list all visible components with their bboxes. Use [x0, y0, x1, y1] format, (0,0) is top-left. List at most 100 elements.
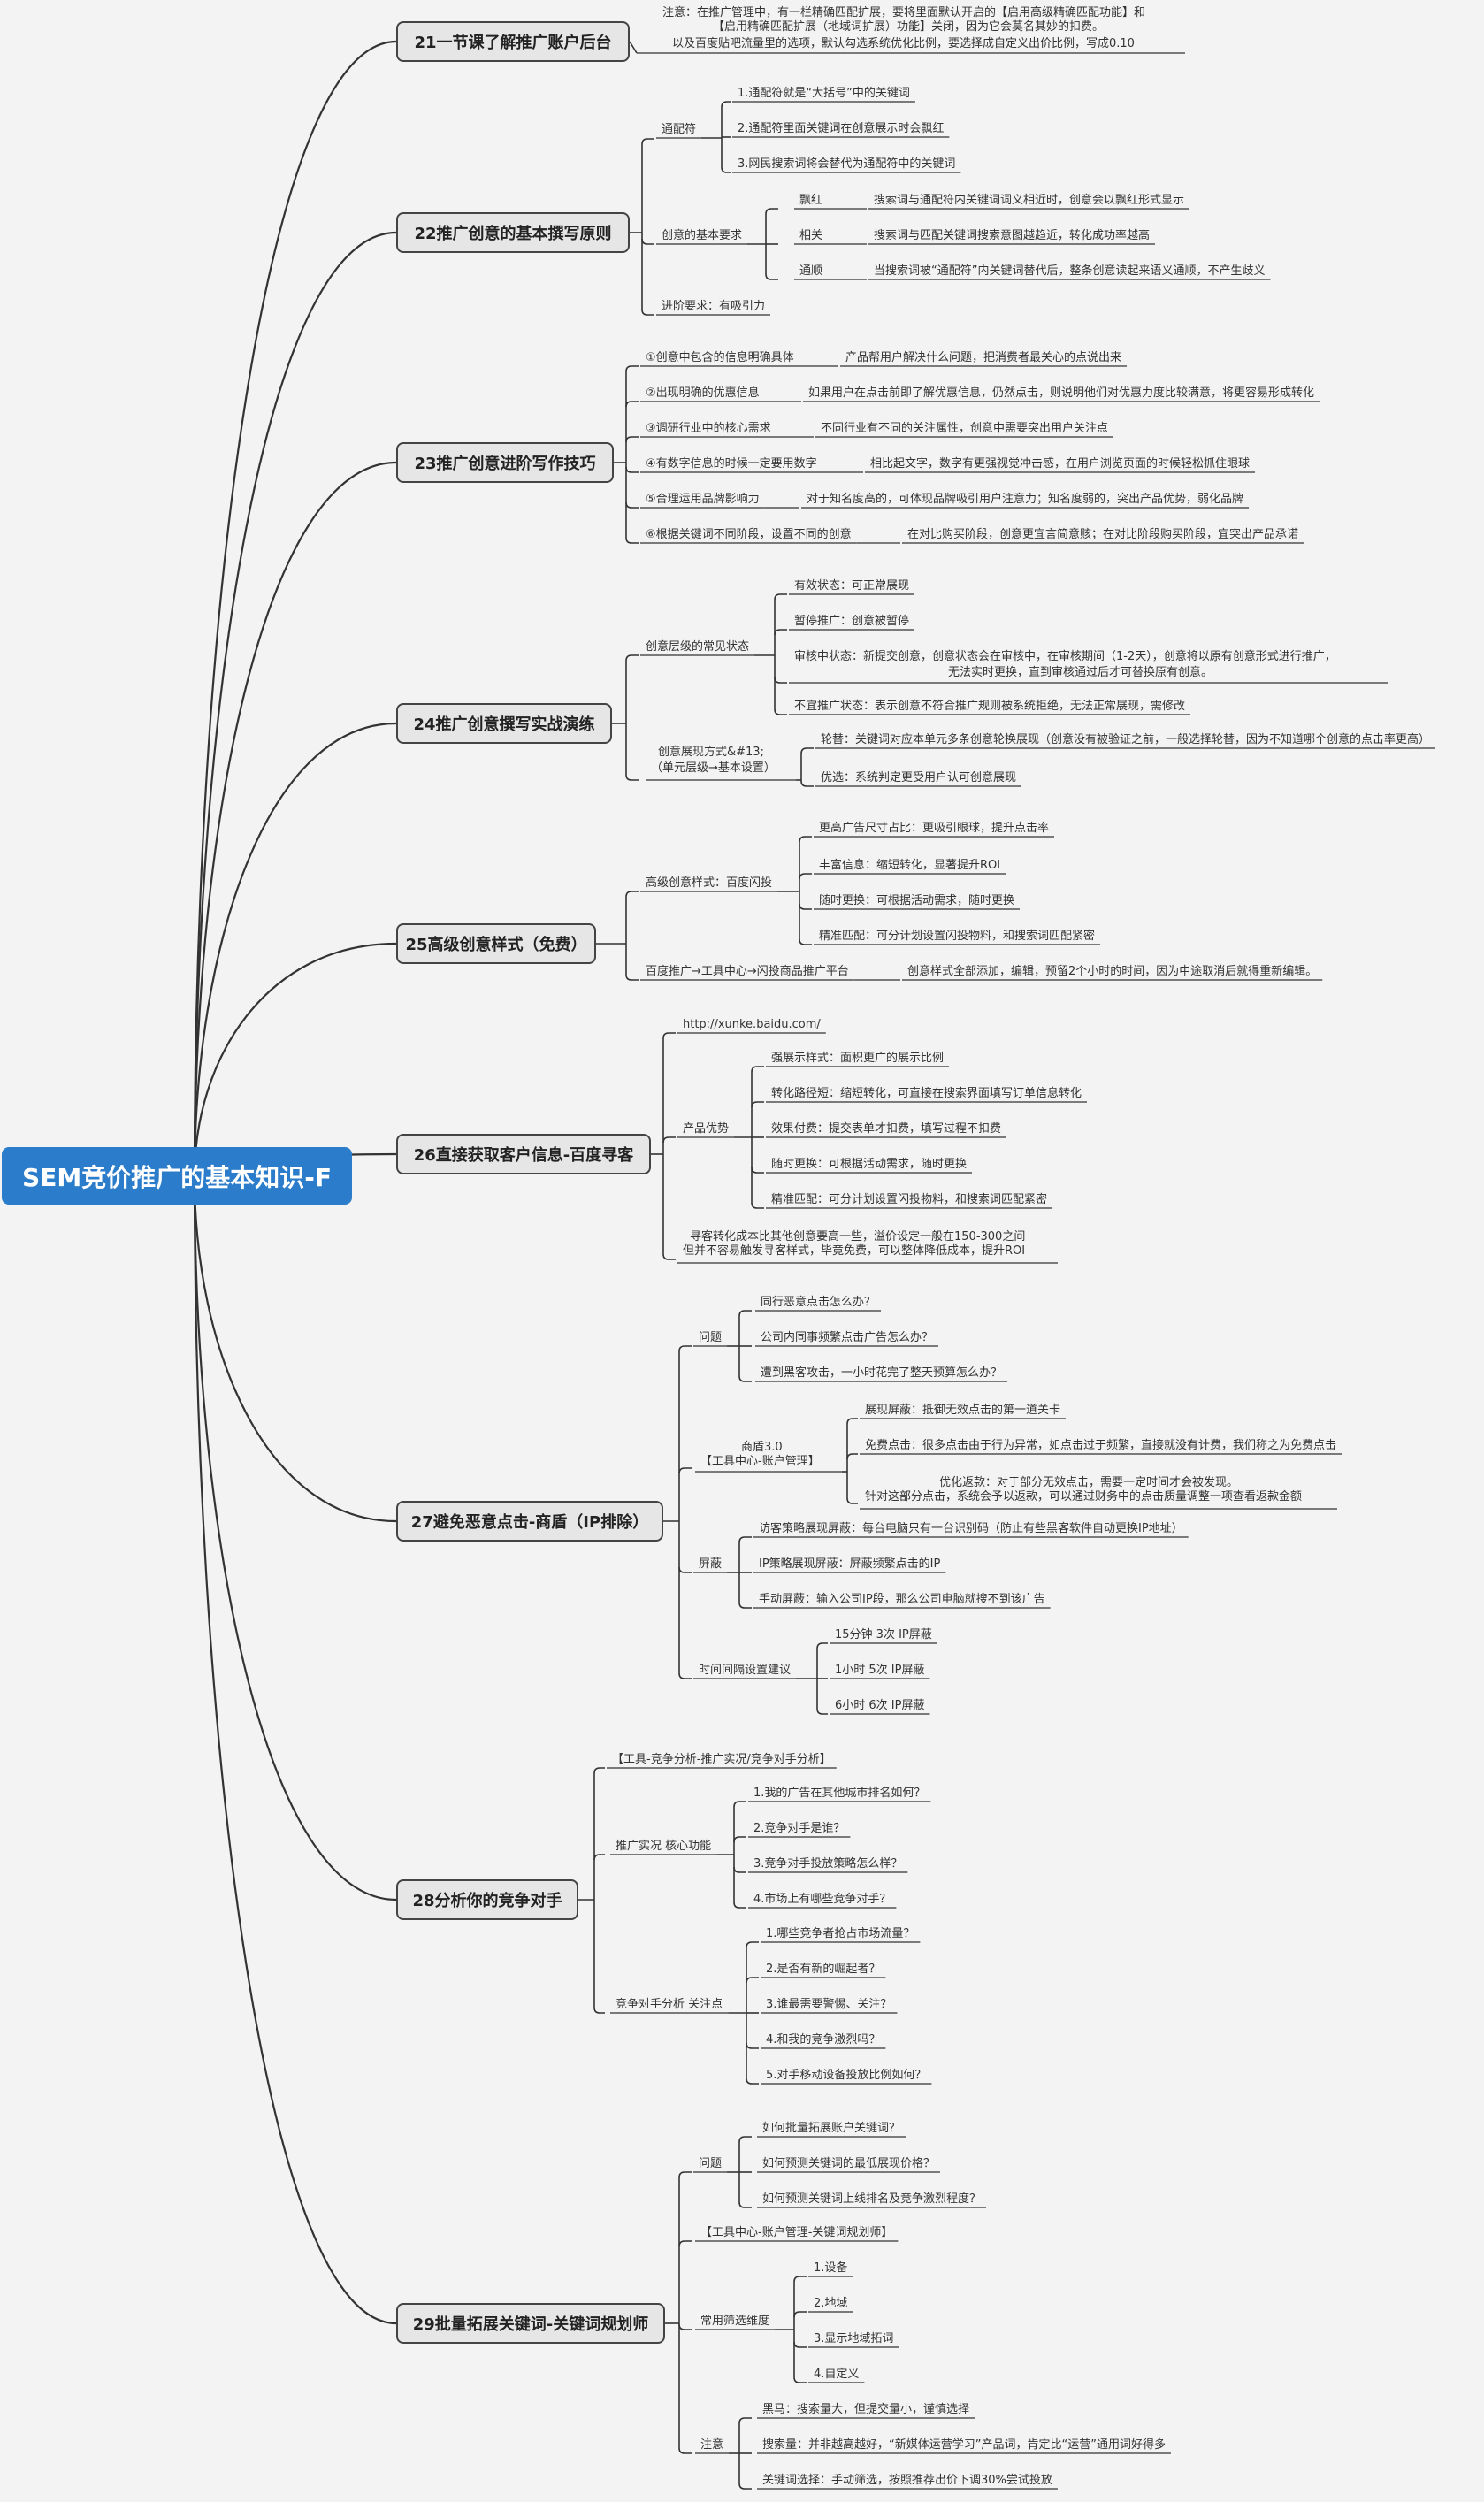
tip-key: ④有数字信息的时候一定要用数字 — [646, 457, 817, 471]
branch-label: 问题 — [699, 1331, 723, 1344]
connector-line — [746, 1941, 759, 1948]
connector-line — [593, 1767, 605, 1774]
section-27[interactable]: 27避免恶意点击-商盾（IP排除） — [396, 1501, 663, 1542]
connector-line — [641, 138, 654, 145]
tip-key: ⑤合理运用品牌影响力 — [646, 493, 760, 506]
connector-line — [799, 903, 812, 910]
tip-key: ①创意中包含的信息明确具体 — [646, 351, 794, 364]
tool-path: 【工具-竞争分析-推广实况/竞争对手分析】 — [612, 1753, 831, 1766]
branch-label: 产品优势 — [683, 1122, 730, 1136]
focus-item: 3.谁最需要警惕、关注？ — [766, 1998, 892, 2011]
section-29[interactable]: 29批量拓展关键词-关键词规划师 — [396, 2303, 665, 2344]
question-item: 遭到黑客攻击，一小时花完了整天预算怎么办？ — [761, 1366, 1003, 1380]
tip-key: ⑥根据关键词不同阶段，设置不同的创意 — [646, 528, 852, 541]
connector-line — [662, 1253, 676, 1260]
connector-line — [738, 1375, 752, 1382]
leaf-item: 2.通配符里面关键词在创意展示时会飘红 — [738, 122, 945, 135]
section-23[interactable]: 23推广创意进阶写作技巧 — [396, 442, 614, 483]
question-item: 如何预测关键词的最低展现价格？ — [762, 2157, 936, 2170]
tip-key: ②出现明确的优惠信息 — [646, 386, 760, 400]
connector-line — [793, 2341, 807, 2348]
core-item: 2.竞争对手是谁？ — [753, 1822, 845, 1835]
section-21[interactable]: 21一节课了解推广账户后台 — [396, 21, 630, 62]
connector-line — [625, 774, 639, 781]
branch-label: 高级创意样式：百度闪投 — [646, 876, 773, 890]
connector-line — [678, 1566, 692, 1573]
branch-label: 竞争对手分析 关注点 — [616, 1998, 723, 2011]
branch-label: 推广实况 核心功能 — [616, 1840, 712, 1853]
shield-item: 免费点击：很多点击由于行为异常，如点击过于频繁，直接就没有计费，我们称之为免费点… — [865, 1439, 1337, 1452]
connector-line — [625, 466, 639, 473]
connector-line — [751, 1167, 764, 1174]
connector-line — [193, 231, 397, 1177]
branch-label: 通配符 — [662, 123, 697, 136]
connector-line — [799, 938, 812, 945]
connector-line — [774, 593, 787, 601]
status-item: 无法实时更换，直到审核通过后才可替换原有创意。 — [948, 666, 1213, 679]
tip-value: 在对比购买阶段，创意更宜言简意赅；在对比阶段购买阶段，宜突出产品承诺 — [907, 528, 1299, 541]
section-26[interactable]: 26直接获取客户信息-百度寻客 — [396, 1134, 651, 1174]
connector-line — [625, 974, 639, 981]
core-item: 4.市场上有哪些竞争对手？ — [753, 1893, 891, 1906]
connector-line — [629, 41, 638, 54]
connector-line — [846, 1453, 858, 1460]
filter-item: 1.设备 — [814, 2261, 848, 2275]
connector-line — [738, 2417, 752, 2424]
tip-value: 产品帮用户解决什么问题，把消费者最关心的点说出来 — [845, 351, 1122, 364]
connector-line — [625, 501, 639, 509]
branch-label: 常用筛选维度 — [700, 2315, 770, 2328]
status-item: 审核中状态：新提交创意，创意状态会在审核中，在审核期间（1-2天），创意将以原有… — [794, 650, 1336, 663]
connector-line — [193, 1175, 397, 1523]
refund-line: 针对这部分点击，系统会予以返款，可以通过财务中的点击质量调整一项查看返款金额 — [865, 1490, 1303, 1503]
branch-label: 百度推广→工具中心→闪投商品推广平台 — [646, 965, 849, 978]
note-item: 黑马：搜索量大，但提交量小，谨慎选择 — [762, 2403, 970, 2416]
interval-item: 6小时 6次 IP屏蔽 — [835, 1699, 925, 1712]
section-24[interactable]: 24推广创意撰写实战演练 — [396, 703, 612, 744]
branch-label: 屏蔽 — [699, 1557, 723, 1571]
connector-line — [193, 1175, 397, 1901]
feature-item: 随时更换：可根据活动需求，随时更换 — [819, 894, 1015, 907]
connector-line — [662, 1032, 676, 1039]
display-item: 优选：系统判定更受用户认可创意展现 — [821, 771, 1017, 784]
root-topic[interactable]: SEM竞价推广的基本知识-F — [2, 1147, 352, 1205]
connector-line — [816, 1708, 828, 1715]
connector-line — [846, 1497, 858, 1504]
section-22[interactable]: 22推广创意的基本撰写原则 — [396, 212, 630, 253]
connector-line — [738, 1602, 752, 1609]
interval-item: 1小时 5次 IP屏蔽 — [835, 1664, 925, 1677]
status-item: 有效状态：可正常展现 — [794, 579, 910, 593]
advantage-item: 转化路径短：缩短转化，可直接在搜索界面填写订单信息转化 — [771, 1087, 1082, 1100]
question-item: 公司内同事频繁点击广告怎么办？ — [761, 1331, 934, 1344]
path-note: 创意样式全部添加，编辑，预留2个小时的时间，因为中途取消后就得重新编辑。 — [907, 965, 1318, 978]
block-item: 访客策略展现屏蔽：每台电脑只有一台识别码（防止有些黑客软件自动更换IP地址） — [759, 1522, 1183, 1535]
connector-line — [625, 654, 639, 662]
connector-line — [799, 836, 812, 843]
connector-line — [193, 40, 397, 1177]
tip-value: 如果用户在点击前即了解优惠信息，仍然点击，则说明他们对优惠力度比较满意，将更容易… — [808, 386, 1315, 400]
focus-item: 2.是否有新的崛起者？ — [766, 1963, 881, 1976]
section-25[interactable]: 25高级创意样式（免费） — [396, 923, 596, 964]
feature-item: 丰富信息：缩短转化，显著提升ROI — [819, 859, 1001, 872]
block-item: 手动屏蔽：输入公司IP段，那么公司电脑就搜不到该广告 — [759, 1593, 1045, 1606]
connector-line — [738, 2136, 752, 2143]
question-item: 如何批量拓展账户关键词？ — [762, 2122, 901, 2135]
url-link[interactable]: http://xunke.baidu.com/ — [683, 1018, 821, 1031]
connector-line — [738, 2483, 752, 2490]
advantage-item: 随时更换：可根据活动需求，随时更换 — [771, 1158, 968, 1171]
tip-value: 不同行业有不同的关注属性，创意中需要突出用户关注点 — [821, 422, 1109, 435]
connector-line — [662, 1136, 676, 1144]
advantage-item: 效果付费：提交表单才扣费，填写过程不扣费 — [771, 1122, 1002, 1136]
branch-label: 时间间隔设置建议 — [699, 1664, 792, 1677]
section-28[interactable]: 28分析你的竞争对手 — [396, 1879, 578, 1920]
connector-line — [721, 166, 731, 173]
note-line: 以及百度贴吧流量里的选项，默认勾选系统优化比例，要选择成自定义出价比例，写成0.… — [672, 37, 1135, 50]
connector-line — [625, 436, 639, 443]
connector-line — [765, 208, 778, 215]
tip-key: ③调研行业中的核心需求 — [646, 422, 771, 435]
connector-line — [746, 1977, 759, 1984]
tip-value: 相比起文字，数字有更强视觉冲击感，在用户浏览页面的时候轻松抓住眼球 — [870, 457, 1251, 471]
connector-line — [774, 708, 787, 715]
connector-line — [678, 1467, 692, 1474]
connector-line — [733, 1836, 746, 1843]
connector-line — [193, 1175, 397, 2325]
